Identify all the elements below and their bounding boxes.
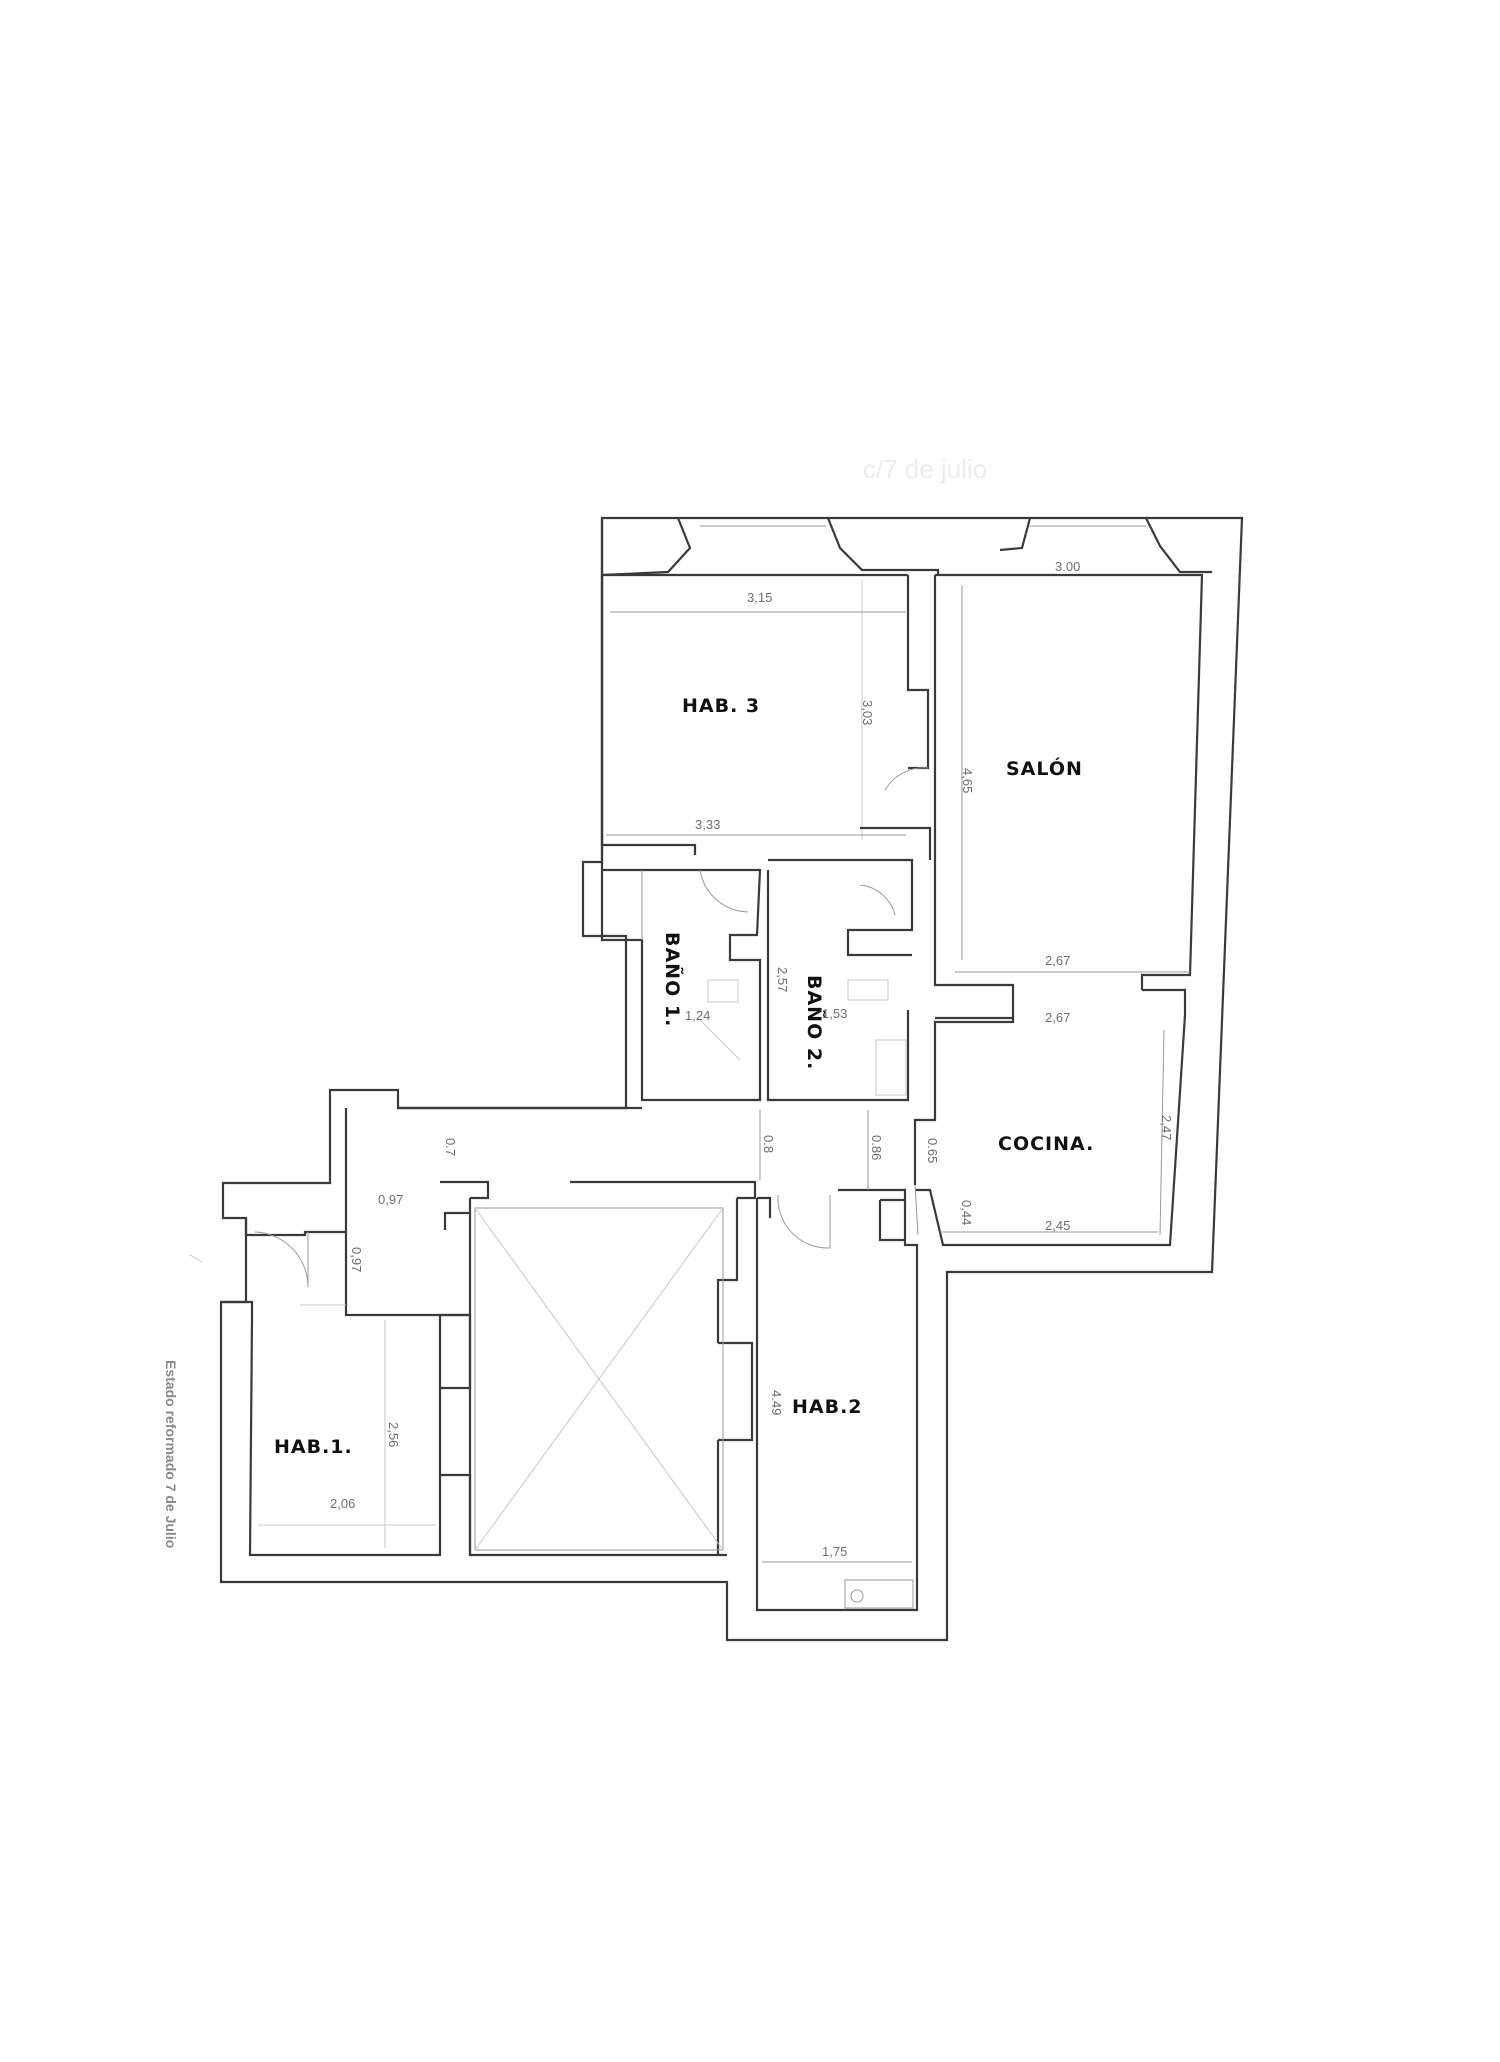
dim-entry-width: 0,97 <box>378 1192 403 1207</box>
label-bano2: BAÑO 2. <box>803 975 827 1070</box>
dim-hall-b: 0.8 <box>761 1135 776 1153</box>
dim-salon-bottom: 2,67 <box>1045 953 1070 968</box>
label-hab2: HAB.2 <box>792 1396 863 1418</box>
label-hab3: HAB. 3 <box>682 695 760 717</box>
dim-salon-top: 3.00 <box>1055 559 1080 574</box>
label-salon: SALÓN <box>1006 756 1083 780</box>
dim-salon-side: 4,65 <box>960 768 975 793</box>
label-bano1: BAÑO 1. <box>661 932 685 1027</box>
dim-cocina-bottom: 2,45 <box>1045 1218 1070 1233</box>
dim-hab3-bottom: 3,33 <box>695 817 720 832</box>
top-windows <box>601 517 1212 577</box>
dim-bano2-side: 2,57 <box>775 967 790 992</box>
room-cocina <box>913 988 1187 1247</box>
room-hab3 <box>600 573 932 860</box>
dim-hab1-bottom: 2,06 <box>330 1496 355 1511</box>
dim-hall-c: 0.86 <box>869 1135 884 1160</box>
dim-bano1-width: 1,24 <box>685 1008 710 1023</box>
dim-hall-d: 0.65 <box>925 1138 940 1163</box>
outer-walls <box>219 516 1244 1642</box>
room-hab2 <box>755 1196 919 1612</box>
room-bano2 <box>766 858 914 1102</box>
dim-cocina-top: 2,67 <box>1045 1010 1070 1025</box>
label-hab1: HAB.1. <box>274 1436 353 1458</box>
side-note: Estado reformado 7 de Julio <box>163 1360 179 1548</box>
entry <box>189 1218 346 1306</box>
dim-hab3-top: 3,15 <box>747 590 772 605</box>
dim-hab2-bottom: 1,75 <box>822 1544 847 1559</box>
room-salon <box>933 573 1204 1020</box>
dim-cocina-side: 2,47 <box>1159 1115 1174 1140</box>
corridor <box>344 1106 907 1317</box>
dim-hab2-side: 4.49 <box>769 1390 784 1415</box>
label-cocina: COCINA. <box>998 1133 1094 1155</box>
dim-hab3-side: 3,03 <box>860 700 875 725</box>
room-hab1 <box>221 1300 472 1557</box>
dim-hall-a: 0.7 <box>443 1138 458 1156</box>
central-room <box>443 1198 754 1557</box>
dim-bano2-width: 1,53 <box>822 1006 847 1021</box>
dim-entry-height: 0,97 <box>349 1247 364 1272</box>
dim-hab1-side: 2,56 <box>386 1422 401 1447</box>
dim-cocina-door: 0,44 <box>959 1200 974 1225</box>
room-bano1 <box>600 862 762 1102</box>
street-label: c/7 de julio <box>863 454 987 484</box>
